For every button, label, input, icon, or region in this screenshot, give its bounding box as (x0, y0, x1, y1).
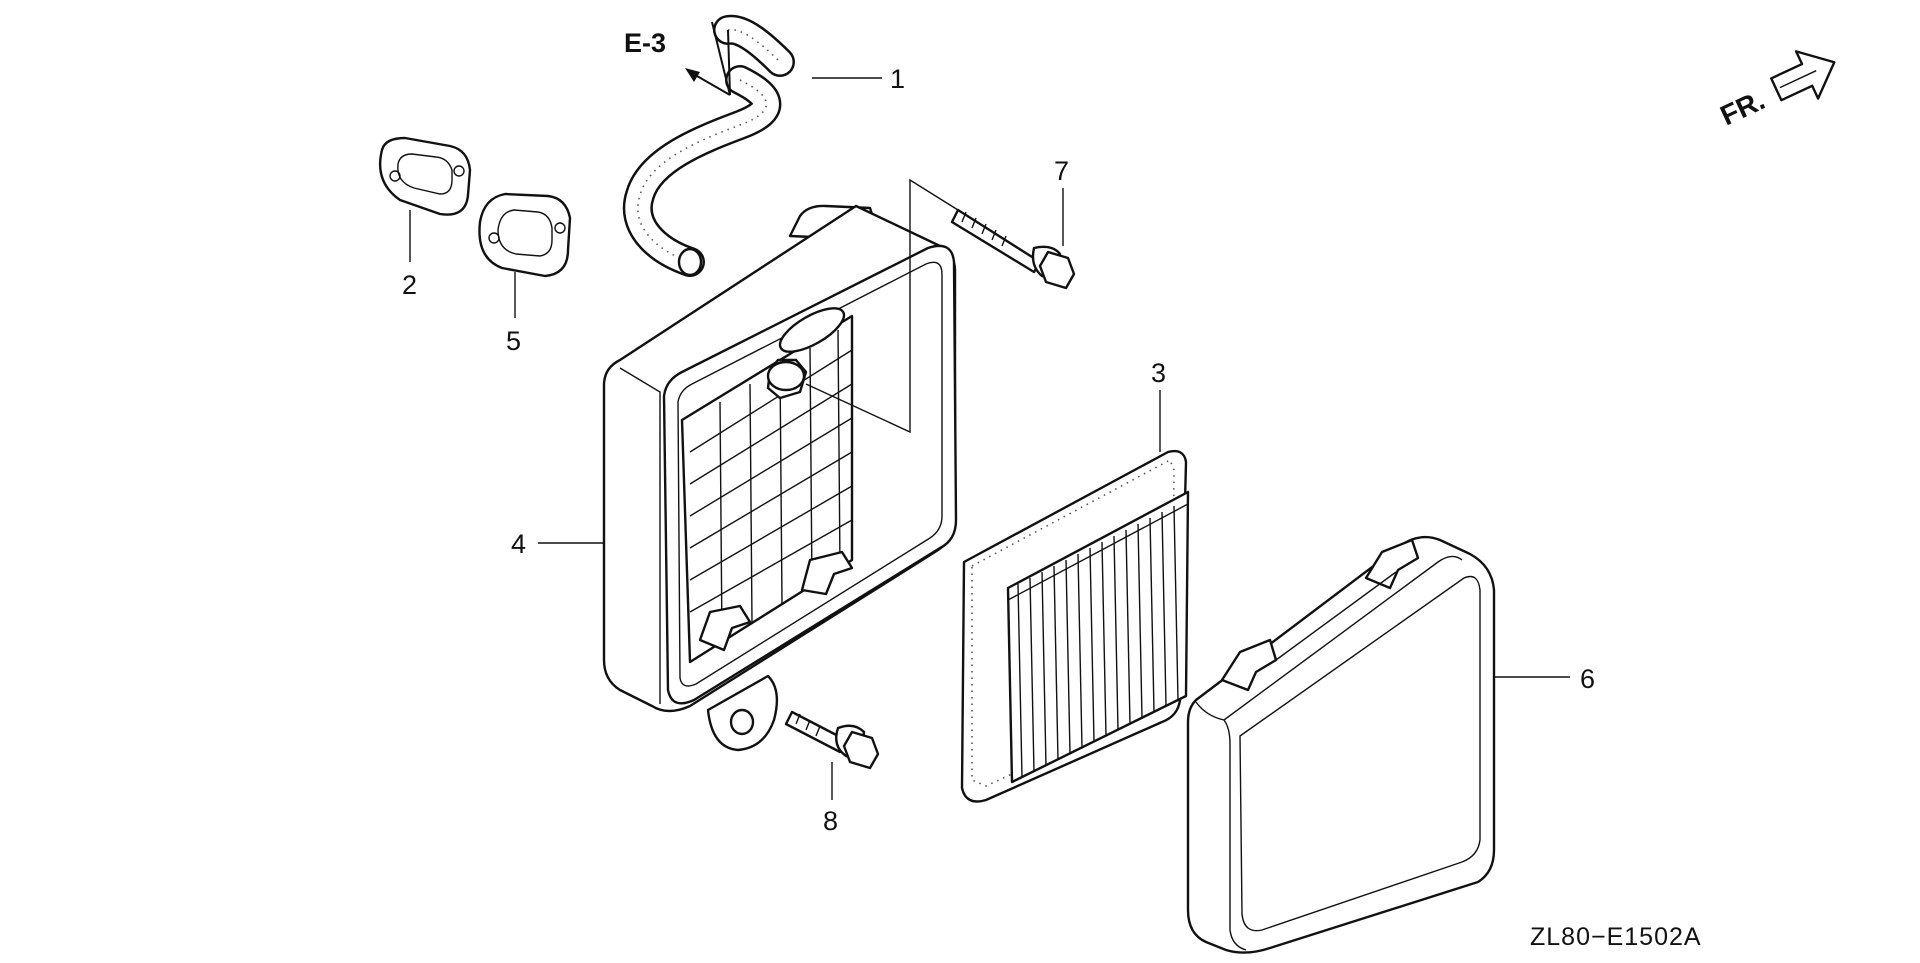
air-cleaner-case (602, 204, 958, 752)
arrow-head-icon (685, 68, 700, 82)
front-direction-indicator: FR. (1716, 50, 1836, 131)
bolt-8 (784, 710, 880, 770)
air-filter-element (960, 449, 1190, 803)
callout-8: 8 (823, 806, 838, 836)
callout-6: 6 (1580, 664, 1595, 694)
air-cleaner-cover (1186, 535, 1496, 954)
drawing-code: ZL80−E1502A (1530, 923, 1702, 951)
callout-7: 7 (1054, 156, 1069, 186)
reference-e3: E-3 (624, 21, 731, 96)
callout-3: 3 (1151, 358, 1166, 388)
callout-2: 2 (402, 270, 417, 300)
filter-pleats (1007, 491, 1189, 779)
breather-hose (622, 14, 795, 277)
callout-5: 5 (506, 326, 521, 356)
gasket-2 (378, 136, 472, 216)
front-arrow-icon (1770, 50, 1836, 102)
front-label: FR. (1716, 84, 1770, 131)
reference-label: E-3 (624, 28, 666, 58)
bolt-7 (950, 208, 1076, 290)
callout-4: 4 (511, 529, 526, 559)
case-grid (689, 329, 853, 641)
callout-1: 1 (890, 64, 905, 94)
gasket-5 (478, 192, 572, 278)
